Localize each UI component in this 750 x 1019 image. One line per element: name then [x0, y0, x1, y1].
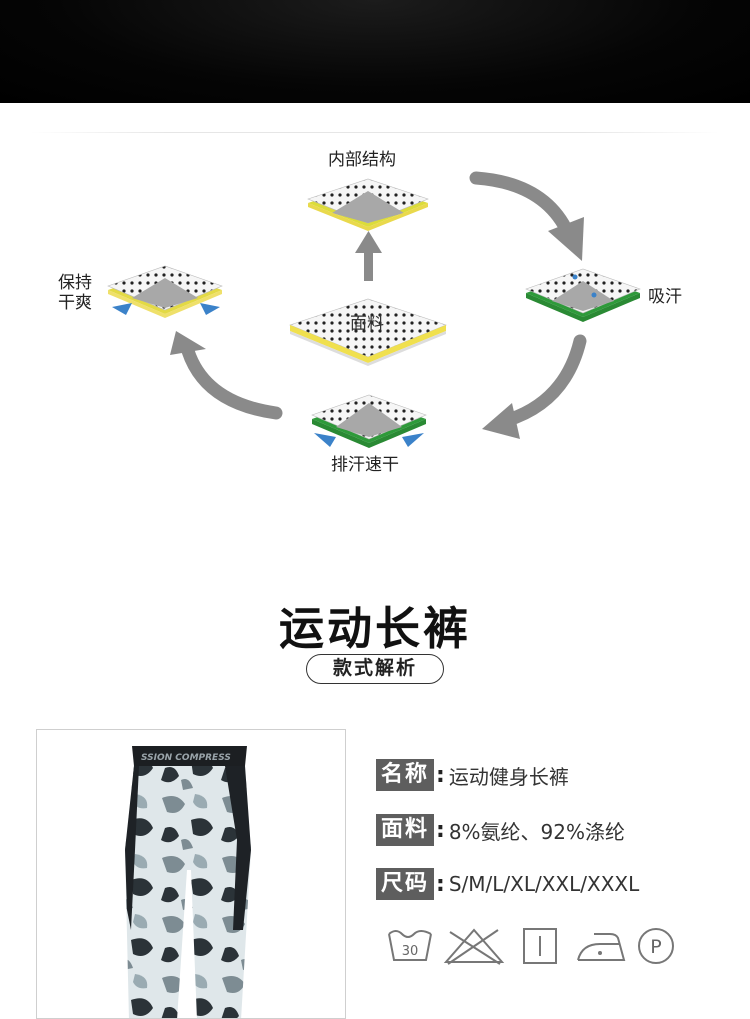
spec-tag-size: 尺码: [376, 868, 435, 900]
fabric-diagram-graphic: [107, 171, 641, 448]
fabric-swatch-fabric: [289, 298, 447, 366]
do-not-bleach-icon: [443, 928, 505, 965]
camo-compression-pants-image: SSION COMPRESS: [125, 746, 251, 1018]
fabric-diagram: 内部结构 保持 干爽 吸汗 面料 排汗速干: [0, 103, 750, 523]
fabric-swatch-wick-dry: [311, 394, 427, 448]
divider-line: [30, 132, 720, 133]
care-instructions: 30 P: [386, 926, 686, 970]
up-arrow-center: [355, 231, 382, 281]
cycle-arrow-top-right: [469, 171, 584, 261]
svg-text:P: P: [650, 936, 661, 958]
section-title: 运动长裤: [278, 602, 471, 655]
wash-30-icon: 30: [388, 930, 432, 961]
label-keep-dry-line2: 干爽: [58, 293, 92, 313]
spec-tag-name: 名称: [376, 759, 435, 791]
spec-row-size: 尺码 : S/M/L/XL/XXL/XXXL: [376, 868, 639, 900]
waistband-text: SSION COMPRESS: [141, 753, 231, 763]
line-dry-icon: [523, 928, 557, 964]
fabric-swatch-keep-dry: [107, 265, 223, 318]
spec-row-name: 名称 : 运动健身长裤: [376, 759, 569, 791]
svg-text:30: 30: [402, 944, 419, 959]
spec-tag-fabric: 面料: [376, 814, 435, 846]
label-inner-structure: 内部结构: [328, 150, 396, 170]
product-image-frame: SSION COMPRESS: [36, 729, 346, 1019]
label-absorb-sweat: 吸汗: [648, 287, 682, 307]
spec-colon: :: [436, 762, 445, 788]
label-keep-dry-line1: 保持: [58, 273, 92, 293]
spec-colon: :: [436, 871, 445, 897]
top-dark-banner: [0, 0, 750, 103]
spec-value-fabric: 8%氨纶、92%涤纶: [448, 819, 626, 844]
fabric-swatch-absorb-sweat: [525, 268, 641, 322]
spec-value-name: 运动健身长裤: [448, 764, 569, 789]
dry-clean-p-icon: P: [638, 928, 674, 964]
label-wick-dry: 排汗速干: [331, 455, 399, 475]
low-iron-icon: [577, 933, 626, 961]
cycle-arrow-bottom-left: [170, 331, 283, 420]
spec-colon: :: [436, 817, 445, 843]
spec-value-size: S/M/L/XL/XXL/XXXL: [448, 872, 640, 896]
spec-row-fabric: 面料 : 8%氨纶、92%涤纶: [376, 814, 625, 846]
label-fabric: 面料: [350, 314, 384, 334]
section-subtitle: 款式解析: [306, 654, 444, 684]
fabric-swatch-inner: [307, 178, 429, 231]
cycle-arrow-bottom-right: [482, 334, 587, 439]
